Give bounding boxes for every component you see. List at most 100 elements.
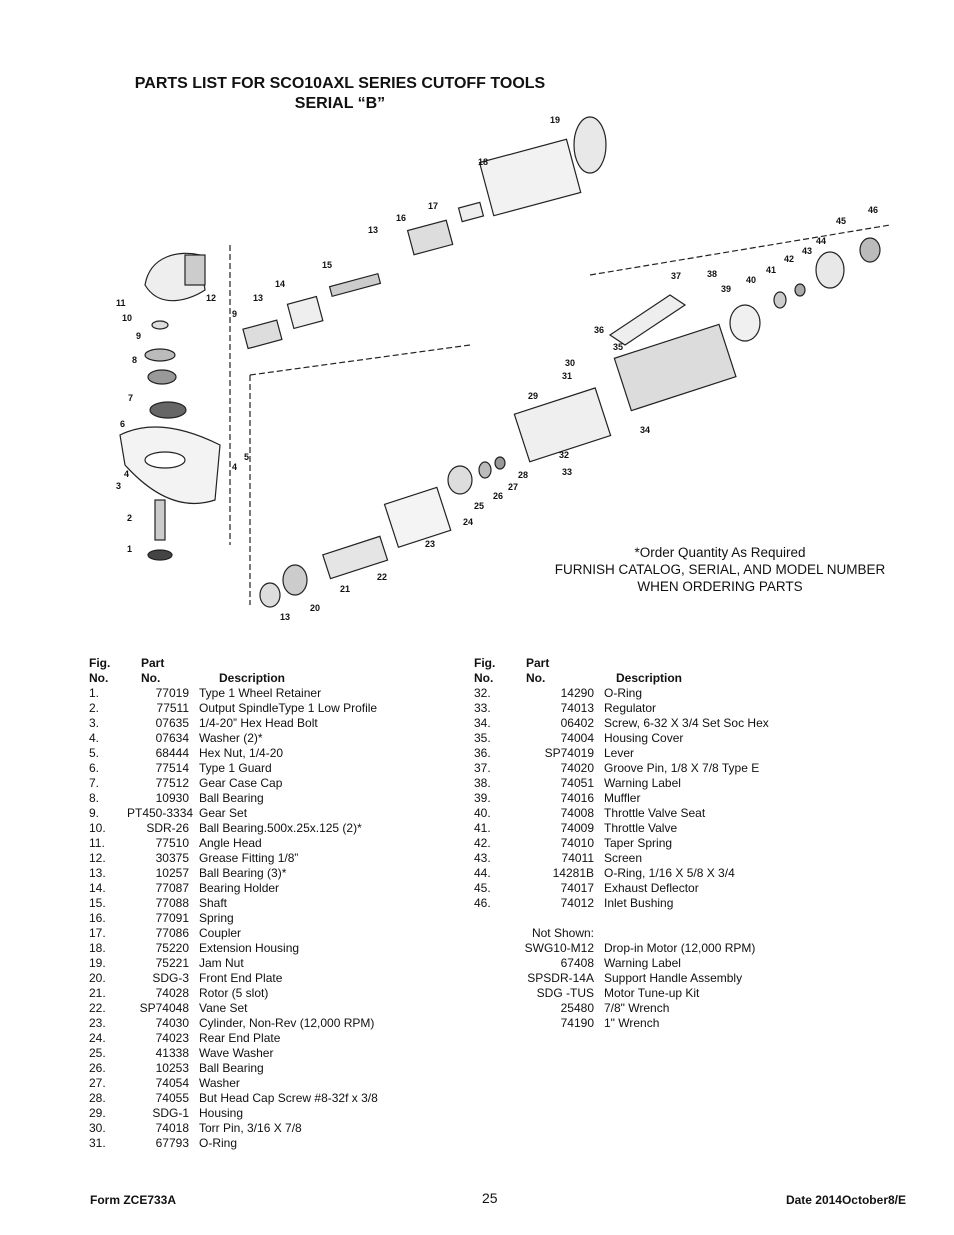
- table-row: 46. 74012 Inlet Bushing: [474, 896, 769, 911]
- part-description: Lever: [604, 746, 635, 760]
- part-number: 74016: [560, 791, 594, 805]
- note-line-3: WHEN ORDERING PARTS: [637, 579, 803, 594]
- callout-43: 43: [802, 246, 812, 256]
- part-description: 1/4-20” Hex Head Bolt: [199, 716, 318, 730]
- callout-38: 38: [707, 269, 717, 279]
- callout-35: 35: [613, 342, 623, 352]
- title-line-2: SERIAL “B”: [294, 95, 386, 112]
- fig-number: 34.: [474, 716, 491, 730]
- fig-number: 30.: [89, 1121, 106, 1135]
- fig-number: 13.: [89, 866, 106, 880]
- table-header: Fig. Part: [474, 656, 769, 671]
- part-number: 75220: [155, 941, 189, 955]
- part-number: SDG-3: [152, 971, 189, 985]
- table-header: No. No. Description: [474, 671, 769, 686]
- part-number: 74012: [560, 896, 594, 910]
- part-number: 07634: [155, 731, 189, 745]
- fig-number: 21.: [89, 986, 106, 1000]
- fig-number: 16.: [89, 911, 106, 925]
- part-number: 75221: [155, 956, 189, 970]
- part-description: Motor Tune-up Kit: [604, 986, 700, 1000]
- part-number: 30375: [155, 851, 189, 865]
- header-part: Part: [141, 656, 165, 670]
- part-number: 06402: [560, 716, 594, 730]
- callout-10: 10: [122, 313, 132, 323]
- fig-number: 6.: [89, 761, 100, 775]
- part-number: 74030: [155, 1016, 189, 1030]
- part-number: 10253: [155, 1061, 189, 1075]
- part-description: Front End Plate: [199, 971, 283, 985]
- part-description: O-Ring, 1/16 X 5/8 X 3/4: [604, 866, 735, 880]
- part-number: 77019: [155, 686, 189, 700]
- part-number: 67793: [155, 1136, 189, 1150]
- fig-number: 25.: [89, 1046, 106, 1060]
- fig-number: 23.: [89, 1016, 106, 1030]
- callout-18: 18: [478, 157, 488, 167]
- callout-17: 17: [428, 201, 438, 211]
- part-description: Type 1 Wheel Retainer: [199, 686, 322, 700]
- part-number: 10257: [155, 866, 189, 880]
- part-description: Wave Washer: [199, 1046, 274, 1060]
- callout-15: 15: [322, 260, 332, 270]
- header-no: No.: [89, 671, 109, 685]
- part-description: Groove Pin, 1/8 X 7/8 Type E: [604, 761, 760, 775]
- callout-4b: 4: [124, 469, 129, 479]
- part-description: Grease Fitting 1/8”: [199, 851, 299, 865]
- fig-number: 4.: [89, 731, 100, 745]
- part-number: 68444: [155, 746, 189, 760]
- part-number: SDG -TUS: [536, 986, 594, 1000]
- table-row: 23. 74030 Cylinder, Non-Rev (12,000 RPM): [89, 1016, 378, 1031]
- callout-4a: 4: [232, 462, 237, 472]
- fig-number: 46.: [474, 896, 491, 910]
- callout-37: 37: [671, 271, 681, 281]
- page-number: 25: [482, 1190, 498, 1206]
- part-description: Gear Case Cap: [199, 776, 283, 790]
- fig-number: 45.: [474, 881, 491, 895]
- part-description: Housing Cover: [604, 731, 684, 745]
- callout-41: 41: [766, 265, 776, 275]
- callout-44: 44: [816, 236, 826, 246]
- part-number: 74018: [155, 1121, 189, 1135]
- part-number: 74051: [560, 776, 594, 790]
- fig-number: 22.: [89, 1001, 106, 1015]
- header-description: Description: [616, 671, 683, 685]
- date-stamp: Date 2014October8/E: [785, 1193, 906, 1207]
- not-shown-heading: Not Shown:: [474, 926, 769, 941]
- part-number: 74009: [560, 821, 594, 835]
- header-no: No.: [474, 671, 494, 685]
- part-number: 77088: [155, 896, 189, 910]
- callout-13c: 13: [280, 612, 290, 622]
- part-description: Coupler: [199, 926, 242, 940]
- fig-number: 43.: [474, 851, 491, 865]
- note-line-1: *Order Quantity As Required: [634, 545, 806, 560]
- part-description: Inlet Bushing: [604, 896, 674, 910]
- part-description: Cylinder, Non-Rev (12,000 RPM): [199, 1016, 375, 1030]
- fig-number: 1.: [89, 686, 100, 700]
- callout-2: 2: [127, 513, 132, 523]
- table-row: 1. 77019 Type 1 Wheel Retainer: [89, 686, 378, 701]
- callout-21: 21: [340, 584, 350, 594]
- part-number: PT450-3334: [127, 806, 194, 820]
- fig-number: 12.: [89, 851, 106, 865]
- part-number: SWG10-M12: [524, 941, 594, 955]
- callout-1: 1: [127, 544, 132, 554]
- part-description: Throttle Valve: [604, 821, 678, 835]
- fig-number: 35.: [474, 731, 491, 745]
- part-description: Warning Label: [604, 956, 681, 970]
- part-number: 74190: [560, 1016, 594, 1030]
